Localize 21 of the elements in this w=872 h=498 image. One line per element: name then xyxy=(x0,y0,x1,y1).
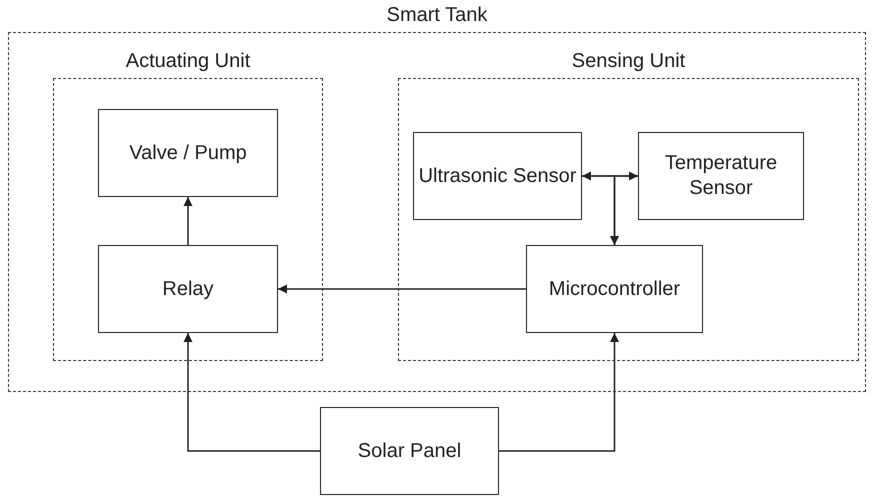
arrow xyxy=(610,175,638,245)
box-label: Solar Panel xyxy=(356,438,462,464)
box-label: Ultrasonic Sensor xyxy=(418,164,578,188)
group-title: Sensing Unit xyxy=(570,49,686,73)
box-label: Microcontroller xyxy=(548,276,682,302)
arrow xyxy=(278,284,526,294)
process-box xyxy=(98,245,278,333)
group-title: Smart Tank xyxy=(386,3,488,27)
box-label: Valve / Pump xyxy=(128,140,248,166)
process-box xyxy=(638,132,804,220)
arrow xyxy=(499,333,619,452)
arrow xyxy=(184,333,320,452)
process-box xyxy=(526,245,703,333)
arrow xyxy=(184,197,192,245)
arrow xyxy=(582,172,638,180)
box-label: Temperature Sensor xyxy=(664,151,778,201)
process-box xyxy=(413,132,582,220)
process-box xyxy=(98,109,278,197)
box-label: Relay xyxy=(161,276,215,302)
group-title: Actuating Unit xyxy=(124,49,252,73)
process-box xyxy=(320,407,499,495)
